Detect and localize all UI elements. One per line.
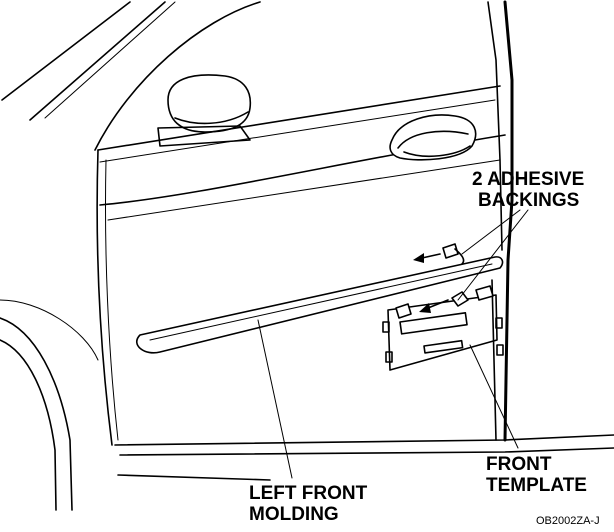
leader-template xyxy=(469,344,519,449)
rear-door-edge xyxy=(487,1,503,251)
template-slot-2 xyxy=(423,339,464,354)
door-front-edge xyxy=(96,149,113,446)
label-adhesive-backings-1: 2 ADHESIVE xyxy=(472,169,585,190)
wheel-arch-inner xyxy=(0,339,57,511)
side-mirror xyxy=(167,74,252,133)
template-clip-3 xyxy=(495,317,503,329)
a-pillar-outer xyxy=(29,1,166,121)
belt-line xyxy=(97,85,501,151)
adhesive-tab-mid xyxy=(395,303,412,319)
template-clip-2 xyxy=(385,351,393,363)
rocker-bottom xyxy=(117,474,271,481)
rocker-mid xyxy=(119,447,614,456)
body-line xyxy=(107,159,501,221)
door-handle-lip xyxy=(403,145,471,158)
figure-code: OB2002ZA-J xyxy=(536,515,600,527)
label-left-front-molding-2: MOLDING xyxy=(249,504,339,525)
adhesive-tab-top xyxy=(442,243,459,259)
molding-strip xyxy=(136,256,504,354)
door-glass-edge xyxy=(94,1,261,151)
peel-arrow-mid xyxy=(427,299,449,309)
door-rear-outline xyxy=(491,279,497,441)
label-front-template-1: FRONT xyxy=(486,454,552,475)
template-slot-1 xyxy=(399,312,468,335)
template-clip-4 xyxy=(496,344,504,356)
belt-line-lower xyxy=(99,99,496,163)
peel-arrow-top-head xyxy=(413,253,424,263)
adhesive-tab-top-peel xyxy=(454,248,465,265)
label-left-front-molding-1: LEFT FRONT xyxy=(249,483,368,504)
wheel-arch-outer xyxy=(0,317,73,511)
door-seam xyxy=(503,0,514,442)
a-pillar-inner xyxy=(44,1,176,119)
fender-edge xyxy=(0,299,99,361)
label-front-template-2: TEMPLATE xyxy=(486,475,587,496)
leader-adhesive-2 xyxy=(457,209,529,301)
molding-highlight xyxy=(149,263,493,341)
peel-arrow-mid-head xyxy=(419,303,431,313)
door-front-inner xyxy=(105,159,119,441)
peel-arrow-top xyxy=(421,253,441,259)
template-clip-1 xyxy=(382,321,390,333)
adhesive-tab-bent xyxy=(451,291,469,307)
rocker-top xyxy=(114,434,614,446)
leader-adhesive-1 xyxy=(461,209,521,255)
door-handle-recess xyxy=(389,114,477,161)
windshield-edge xyxy=(1,1,131,101)
label-adhesive-backings-2: BACKINGS xyxy=(478,190,580,211)
door-handle xyxy=(397,130,469,149)
leader-molding xyxy=(257,319,293,479)
side-mirror-detail xyxy=(174,111,249,125)
adhesive-tab-right xyxy=(475,285,494,301)
